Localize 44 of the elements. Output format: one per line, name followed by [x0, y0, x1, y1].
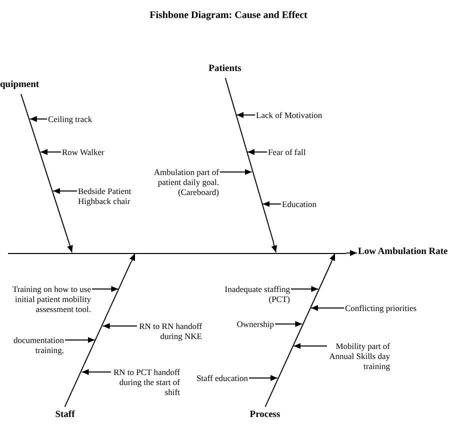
arrow	[329, 253, 336, 263]
arrow	[346, 250, 358, 256]
cause-text: Lack of Motivation	[256, 110, 324, 120]
cause-text: Staff education	[195, 373, 248, 383]
arrow	[81, 369, 112, 375]
cause-text: documentation training.	[12, 335, 64, 355]
arrow	[129, 253, 136, 263]
cause-text: Fear of fall	[268, 147, 307, 157]
arrow	[92, 286, 119, 292]
diagram-title: Fishbone Diagram: Cause and Effect	[148, 10, 308, 21]
arrow	[310, 305, 344, 311]
arrow	[262, 201, 282, 207]
cause-text: Ceiling track	[48, 114, 94, 124]
arrow	[271, 242, 278, 253]
arrow	[29, 116, 48, 122]
arrow	[247, 149, 268, 155]
arrow	[293, 343, 328, 349]
arrow	[102, 323, 138, 329]
arrow	[274, 321, 303, 327]
arrow	[236, 112, 256, 118]
cause-text: Row Walker	[62, 147, 106, 157]
arrow	[64, 337, 96, 343]
cause-text: Inadequate staffing (PCT)	[223, 284, 290, 304]
cause-text: RN to RN handoff during NKE	[138, 321, 202, 341]
cause-text: Bedside Patient Highback chair	[78, 186, 133, 206]
spine-line	[8, 252, 346, 254]
cause-text: Education	[282, 199, 318, 209]
cause-text: Conflicting priorities	[345, 303, 418, 313]
cause-text: RN to PCT handoff during the start of shift	[112, 367, 180, 397]
cause-text: Ownership	[235, 319, 274, 329]
arrow	[40, 149, 62, 155]
category-label: Patients	[208, 64, 242, 75]
arrow	[290, 286, 319, 292]
effect-label: Low Ambulation Rate	[358, 247, 449, 258]
category-label: Process	[250, 410, 280, 421]
category-label: quipment	[0, 80, 40, 91]
arrow	[220, 169, 252, 175]
arrow	[52, 188, 78, 194]
arrow	[248, 375, 278, 381]
arrow	[67, 242, 73, 253]
category-label: Staff	[55, 410, 75, 421]
cause-text: Ambulation part of patient daily goal. (Careboard)	[152, 167, 219, 197]
cause-text: Mobility part of Annual Skills day training	[328, 341, 390, 371]
cause-text: Training on how to use initial patient mobility assessment tool.	[11, 284, 91, 314]
